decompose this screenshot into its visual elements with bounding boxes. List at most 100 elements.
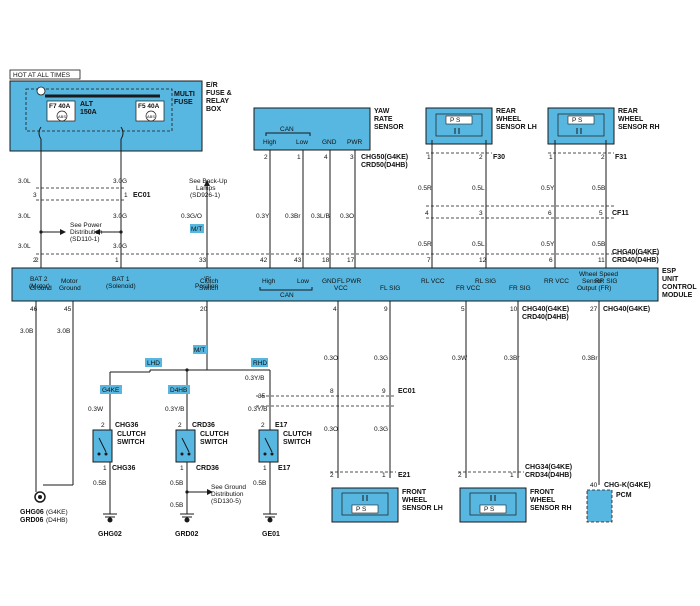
esp-wheel-speed: Wheel Speed <box>579 271 618 278</box>
pcm-label: PCM <box>616 492 632 499</box>
alt-label-1: ALT <box>80 101 94 108</box>
rear-lh-inner <box>435 113 483 137</box>
splice-dot-2 <box>119 230 123 234</box>
yaw-can-label: CAN <box>280 126 294 133</box>
g4ke-label: G4KE <box>102 387 120 394</box>
fuse-box-title-3: RELAY <box>206 98 229 105</box>
chg34-1: CHG34(G4KE) <box>525 464 572 471</box>
switch-contact-icon-1 <box>98 437 107 453</box>
front-lh-ps: P S <box>356 506 367 513</box>
esp-top-pin-9: 12 <box>479 257 487 264</box>
yaw-rate-sensor-box <box>253 107 371 151</box>
gnd-wire-1: 3.0B <box>20 328 33 335</box>
grd06-suffix: (D4HB) <box>46 517 68 524</box>
ghg02-label: GHG02 <box>98 531 122 538</box>
lhd-tag <box>145 358 162 367</box>
fuse-box-title-4: BOX <box>206 106 222 113</box>
esp-ground: Ground <box>30 285 52 292</box>
yaw-pin-num-2: 1 <box>297 154 301 161</box>
e17-bottom: E17 <box>278 465 291 472</box>
cf11-label: CF11 <box>612 210 629 217</box>
rear-rh-title-1: REAR <box>618 108 638 115</box>
esp-title-1: ESP <box>662 268 676 275</box>
front-lh-title-2: WHEEL <box>402 497 428 504</box>
esp-conn-top-1: CHG40(G4KE) <box>612 249 659 256</box>
wire-b-pin1: 1 <box>124 192 128 199</box>
esp-fl: FL <box>337 278 345 285</box>
front-lh-title-1: FRONT <box>402 489 427 496</box>
arrow-icon-power-dist-right <box>94 229 100 235</box>
rear-mid-pin-3: 6 <box>548 210 552 217</box>
rhd-label: RHD <box>253 360 267 367</box>
backup-3: (SD926-1) <box>190 192 220 199</box>
rear-rh-title-3: SENSOR RH <box>618 124 660 131</box>
wire-b-3: 3.0G <box>113 243 127 250</box>
lower-wires <box>35 301 600 514</box>
chg34-2: CRD34(D4HB) <box>525 472 572 479</box>
esp-motor-ground: Ground <box>59 285 81 292</box>
splice-dot-1 <box>39 230 43 234</box>
fr-pin2: 2 <box>458 472 462 479</box>
switch-contact-icon-3 <box>264 437 273 453</box>
rear-rh-ps: P S <box>572 117 583 124</box>
multi-fuse-outline <box>25 88 173 132</box>
yaw-title-2: RATE <box>374 116 393 123</box>
esp-conn-bottom-2: CRD40(D4HB) <box>522 314 569 321</box>
ec01-upper: EC01 <box>133 192 151 199</box>
fl-wire-1: 0.3O <box>324 355 338 362</box>
backup-wire: 0.3G/O <box>181 213 202 220</box>
g4ke-tag <box>100 385 122 394</box>
yaw-title-1: YAW <box>374 108 390 115</box>
yaw-wire-4: 0.3O <box>340 213 354 220</box>
e21-pin2: 2 <box>330 472 334 479</box>
rear-lh-title-2: WHEEL <box>496 116 522 123</box>
ge01-label: GE01 <box>262 531 280 538</box>
d4hb-tag <box>168 385 190 394</box>
front-rh-inner <box>469 492 517 516</box>
clutch-3-line-1: CLUTCH <box>283 431 312 438</box>
esp-low: Low <box>297 278 309 285</box>
abs-fuse-icon-1 <box>56 110 68 122</box>
rear-wire-1: 0.5R <box>418 185 432 192</box>
splice-dot-3 <box>185 368 189 372</box>
rear-wire-7: 0.5Y <box>541 241 555 248</box>
arrow-icon-backup <box>204 180 210 186</box>
esp-bat2-sub: (Motor) <box>29 283 50 290</box>
rear-rh-conn: F31 <box>615 154 627 161</box>
fuse-link-icon-2 <box>120 126 124 140</box>
rear-mid-pin-4: 5 <box>599 210 603 217</box>
arrow-icon-power-dist-left <box>60 229 66 235</box>
yaw-wire-2: 0.3Br <box>285 213 301 220</box>
alt-label-2: 150A <box>80 109 97 116</box>
rear-rh-ps-box <box>567 115 595 125</box>
esp-title-4: MODULE <box>662 292 693 299</box>
rear-lh-title-3: SENSOR LH <box>496 124 537 131</box>
clutch-1-line-1: CLUTCH <box>117 431 146 438</box>
esp-top-pin-11: 11 <box>598 257 605 264</box>
esp-clutch: Clutch <box>200 278 219 285</box>
hot-label-box <box>9 69 81 80</box>
esp-top-pin-10: 6 <box>549 257 553 264</box>
esp-title-3: CONTROL <box>662 284 697 291</box>
ground-dist-2: Distribution <box>211 491 244 498</box>
pcm-box <box>586 489 613 523</box>
front-lh-title-3: SENSOR LH <box>402 505 443 512</box>
esp-bat1-sub: (Solenoid) <box>106 283 136 290</box>
esp-top-pin-8: 7 <box>427 257 431 264</box>
esp-r: 'R' <box>204 276 211 283</box>
rear-wire-8: 0.5B <box>592 241 605 248</box>
esp-top-pin-5: 43 <box>294 257 302 264</box>
front-rh-ps-box <box>479 504 507 514</box>
clutch-2-line-1: CLUTCH <box>200 431 229 438</box>
crd36-pin2: 2 <box>178 422 182 429</box>
grd02-label: GRD02 <box>175 531 198 538</box>
rear-wire-5: 0.5R <box>418 241 432 248</box>
mt-lower: M/T <box>194 347 205 354</box>
rear-lh-pin-1: 1 <box>427 154 431 161</box>
esp-can-bracket <box>259 287 313 291</box>
lhd-label: LHD <box>147 360 160 367</box>
esp-conn-pcm: CHG40(G4KE) <box>603 306 650 313</box>
ground-dist-1: See Ground <box>211 484 246 491</box>
rear-wire-2: 0.5L <box>472 185 485 192</box>
